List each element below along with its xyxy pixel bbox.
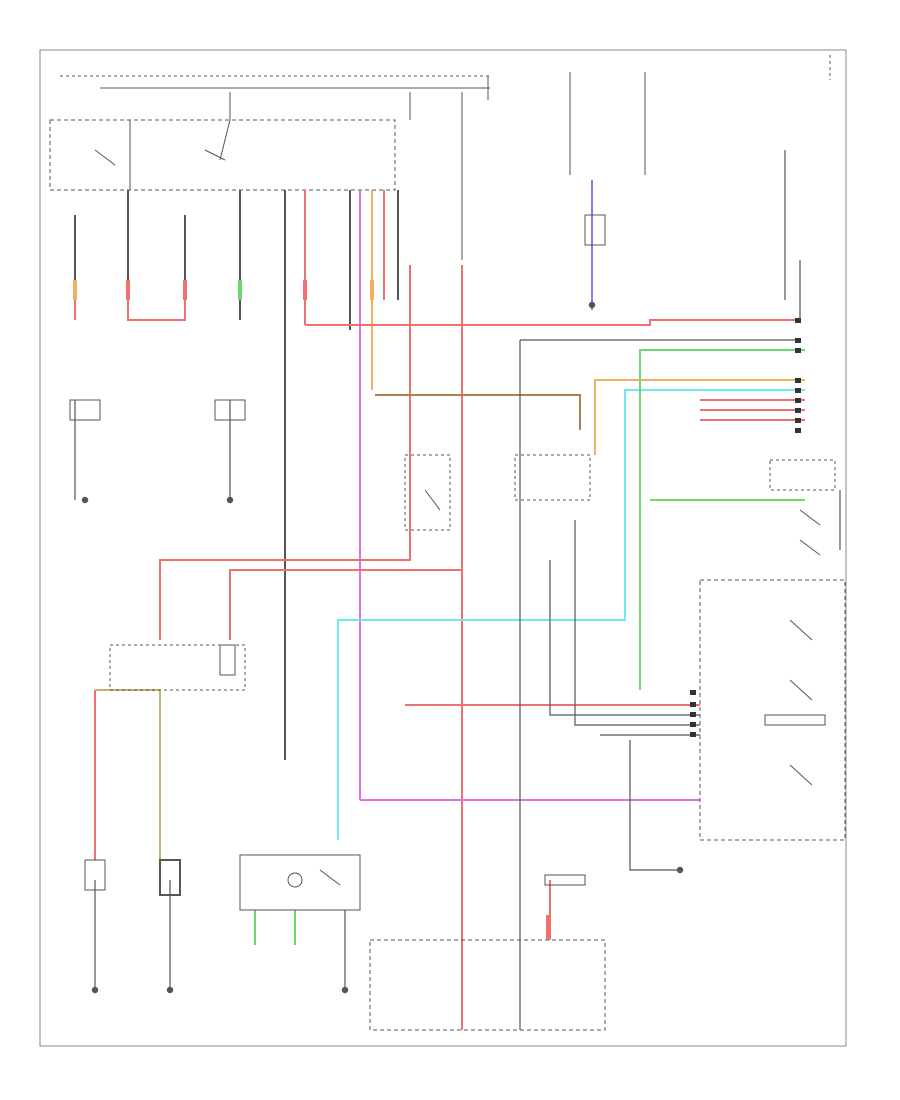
red-feed: [74, 265, 800, 1030]
signal-lines: [74, 150, 841, 1030]
harness-lines: [95, 180, 805, 945]
fuse-drops: [74, 190, 399, 800]
switch-contact-icons: [94, 149, 821, 886]
inline-connectors: [73, 280, 550, 940]
components: [69, 214, 846, 1031]
fuse-box: [49, 55, 831, 260]
diagram-frame: [39, 49, 847, 1047]
connector-pin-icons: [690, 318, 801, 737]
ground-symbol-icons: [81, 301, 684, 994]
